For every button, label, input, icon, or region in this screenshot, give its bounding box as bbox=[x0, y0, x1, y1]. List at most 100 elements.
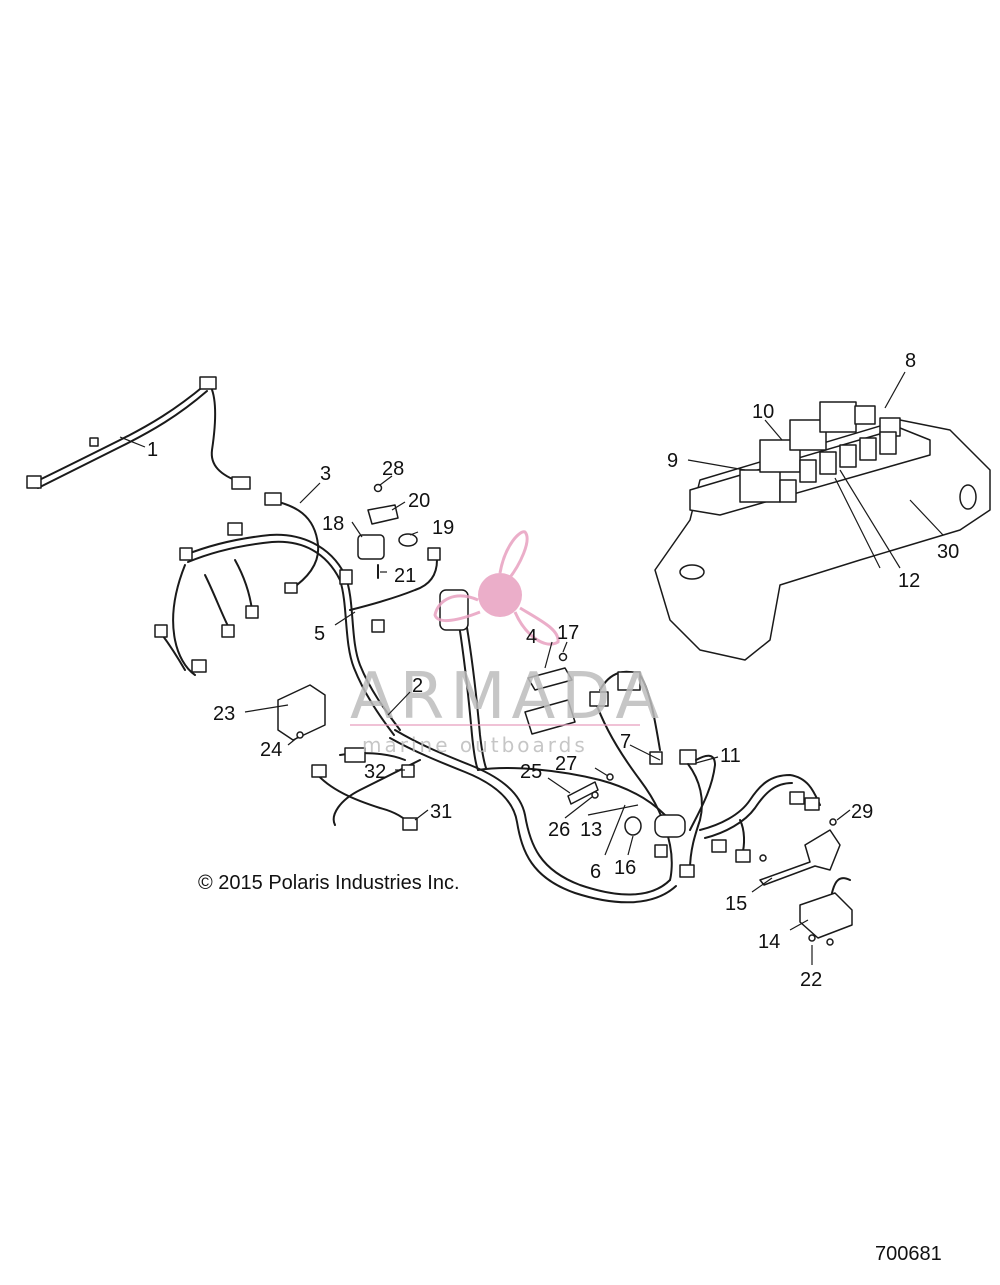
grommet-16 bbox=[624, 816, 642, 836]
callout-30: 30 bbox=[937, 541, 959, 563]
fuse-block-4 bbox=[527, 667, 573, 691]
module-14 bbox=[799, 892, 853, 939]
screw-24 bbox=[296, 731, 304, 739]
screw-17 bbox=[558, 652, 568, 662]
callout-20: 20 bbox=[408, 490, 430, 512]
figure-number: 700681 bbox=[875, 1243, 942, 1265]
fuse-12a bbox=[799, 459, 817, 483]
callout-11: 11 bbox=[720, 745, 741, 767]
callout-24: 24 bbox=[260, 739, 282, 761]
screw-26 bbox=[591, 791, 599, 799]
screw-22b bbox=[826, 938, 834, 946]
callout-17: 17 bbox=[557, 622, 579, 644]
watermark: ARMADA marine outboards bbox=[350, 530, 665, 757]
connector-3a bbox=[264, 492, 282, 506]
ecu-23 bbox=[277, 684, 326, 741]
callout-6: 6 bbox=[590, 861, 601, 883]
fuse-8a bbox=[854, 405, 876, 425]
callout-22: 22 bbox=[800, 969, 822, 991]
callout-28: 28 bbox=[382, 458, 404, 480]
relay-8 bbox=[819, 401, 857, 433]
callout-23: 23 bbox=[213, 703, 235, 725]
copyright-text: © 2015 Polaris Industries Inc. bbox=[198, 872, 460, 894]
screw-28 bbox=[373, 483, 383, 493]
callout-16: 16 bbox=[614, 857, 636, 879]
callout-8: 8 bbox=[905, 350, 916, 372]
connector-31 bbox=[402, 817, 418, 831]
callout-31: 31 bbox=[430, 801, 452, 823]
callout-numbers: 1 2 3 4 5 6 7 8 9 10 11 12 13 14 15 16 1… bbox=[147, 350, 959, 991]
connector-5c bbox=[245, 605, 259, 619]
connector-5e bbox=[191, 659, 207, 673]
watermark-tagline: marine outboards bbox=[362, 733, 588, 757]
harness-right-branch bbox=[699, 774, 821, 863]
clip-1 bbox=[89, 437, 99, 447]
connector-2a bbox=[311, 764, 327, 778]
bracket-20 bbox=[367, 504, 399, 525]
grommet-6 bbox=[654, 814, 686, 838]
fuse-12d bbox=[859, 437, 877, 461]
connector-2e bbox=[711, 839, 727, 853]
connector-29a bbox=[789, 791, 805, 805]
connector-2c bbox=[679, 864, 695, 878]
callout-18: 18 bbox=[322, 513, 344, 535]
callout-1: 1 bbox=[147, 439, 158, 461]
callout-26: 26 bbox=[548, 819, 570, 841]
watermark-brand: ARMADA bbox=[350, 660, 665, 734]
connector-5g bbox=[339, 569, 353, 585]
leader-lines bbox=[119, 371, 944, 965]
screw-29 bbox=[829, 818, 837, 826]
callout-3: 3 bbox=[320, 463, 331, 485]
screw-22a bbox=[808, 934, 816, 942]
connector-5a bbox=[227, 522, 243, 536]
strap-15 bbox=[759, 829, 841, 886]
connector-5b bbox=[179, 547, 193, 561]
callout-4: 4 bbox=[526, 626, 537, 648]
relay-9 bbox=[739, 469, 781, 503]
connector-2b bbox=[344, 747, 366, 763]
callout-27: 27 bbox=[555, 753, 577, 775]
connector-5h bbox=[427, 547, 441, 561]
small-parts bbox=[277, 483, 853, 946]
callout-19: 19 bbox=[432, 517, 454, 539]
harness-main-left bbox=[154, 492, 441, 736]
callout-7: 7 bbox=[620, 731, 631, 753]
fuse-12c bbox=[839, 444, 857, 468]
screw-27 bbox=[606, 773, 614, 781]
part-19 bbox=[398, 533, 418, 547]
connector-29b bbox=[804, 797, 820, 811]
callout-21: 21 bbox=[394, 565, 416, 587]
callout-9: 9 bbox=[667, 450, 678, 472]
connector-11 bbox=[679, 749, 697, 765]
connector-7b bbox=[589, 691, 609, 707]
connector-1a bbox=[26, 475, 42, 489]
callout-25: 25 bbox=[520, 761, 542, 783]
callout-14: 14 bbox=[758, 931, 780, 953]
connector-5i bbox=[371, 619, 385, 633]
connector-7a bbox=[617, 671, 641, 691]
callout-10: 10 bbox=[752, 401, 774, 423]
connector-5d bbox=[221, 624, 235, 638]
callout-29: 29 bbox=[851, 801, 873, 823]
connector-1b bbox=[199, 376, 217, 390]
connector-29c bbox=[735, 849, 751, 863]
connector-3b bbox=[284, 582, 298, 594]
callout-13: 13 bbox=[580, 819, 602, 841]
connector-2d bbox=[654, 844, 668, 858]
fuse-relay-box bbox=[654, 401, 991, 661]
callout-2: 2 bbox=[412, 675, 423, 697]
callout-5: 5 bbox=[314, 623, 325, 645]
connector-5f bbox=[154, 624, 168, 638]
fuse-12e bbox=[879, 431, 897, 455]
connector-32 bbox=[401, 764, 415, 778]
fuse-box-hole-left bbox=[679, 564, 705, 580]
fuse-12b bbox=[819, 451, 837, 475]
relay-18 bbox=[357, 534, 385, 560]
callout-12: 12 bbox=[898, 570, 920, 592]
callout-15: 15 bbox=[725, 893, 747, 915]
screw-15 bbox=[759, 854, 767, 862]
part-25 bbox=[567, 781, 599, 805]
connector-1c bbox=[231, 476, 251, 490]
harness-1 bbox=[26, 376, 251, 490]
